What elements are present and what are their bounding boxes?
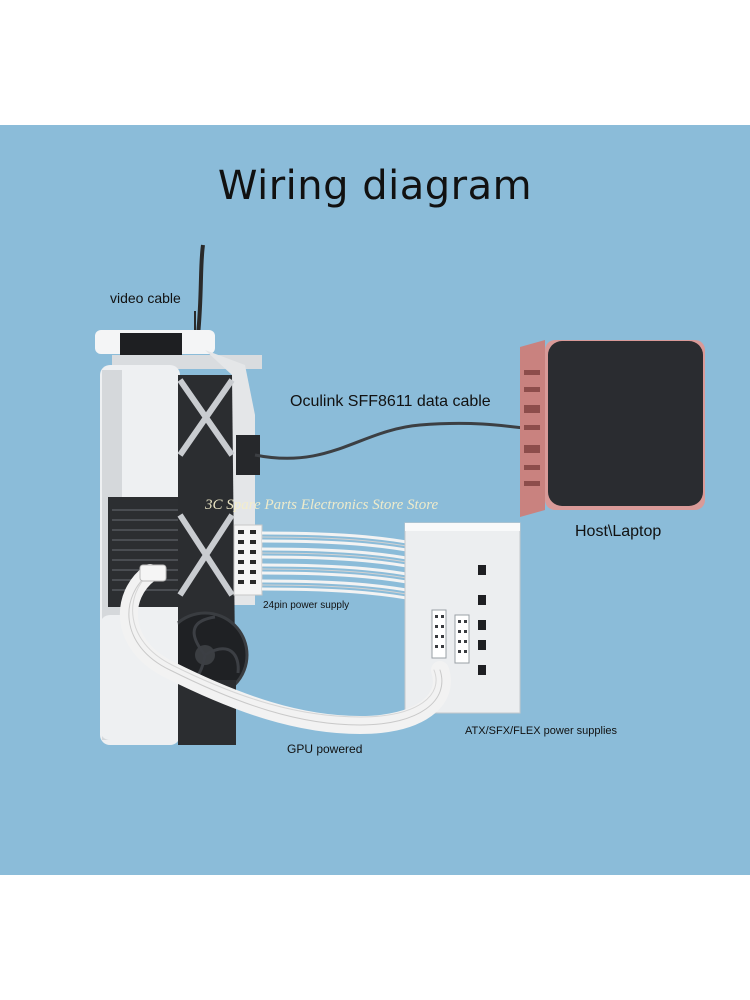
video-cable (196, 244, 205, 336)
24pin-connector (233, 524, 263, 596)
gpu-power-cable (119, 564, 451, 735)
wiring-illustration (95, 244, 705, 745)
wiring-diagram-panel: Wiring diagram video cable Oculink SFF86… (0, 125, 750, 875)
diagram-title: Wiring diagram (217, 163, 533, 209)
video-cable-label: video cable (110, 290, 181, 306)
host-mini-pc (520, 340, 705, 517)
host-laptop-label: Host\Laptop (575, 523, 662, 540)
graphics-card (100, 365, 249, 745)
psu-label: ATX/SFX/FLEX power supplies (465, 725, 618, 737)
power-supply-unit (404, 522, 521, 714)
oculink-cable-label: Oculink SFF8611 data cable (290, 393, 491, 410)
gpu-powered-label: GPU powered (287, 742, 363, 756)
store-watermark: 3C Spare Parts Electronics Store Store (205, 497, 439, 513)
oculink-cable (254, 421, 541, 460)
24pin-power-label: 24pin power supply (263, 600, 350, 611)
